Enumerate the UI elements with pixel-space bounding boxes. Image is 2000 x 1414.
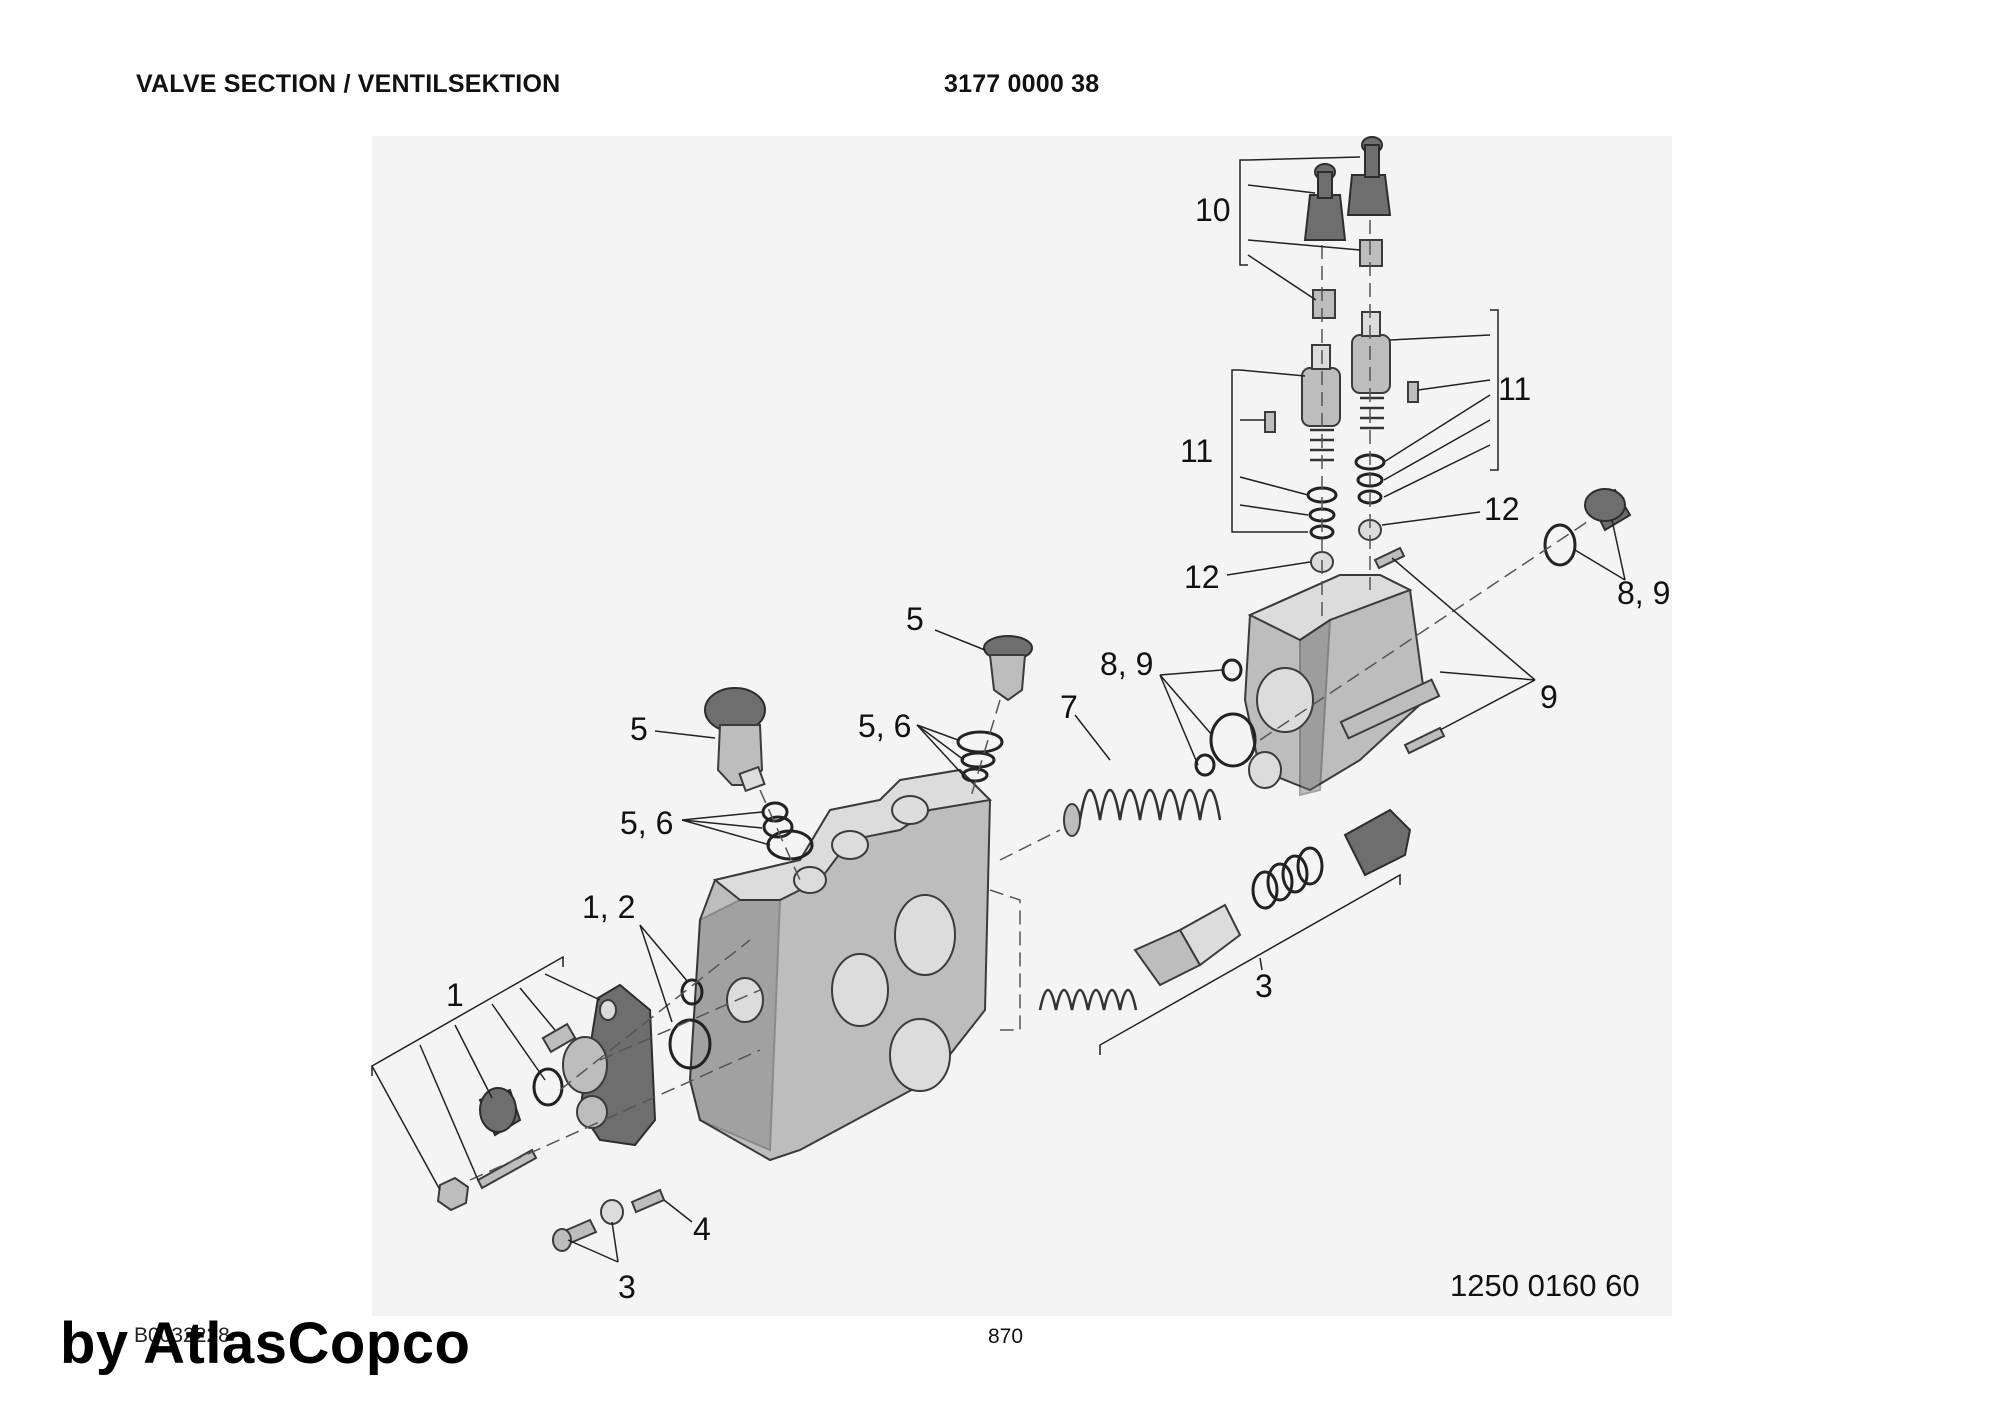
callout-1-2: 1, 2: [582, 889, 635, 925]
o-ring-small: [680, 978, 704, 1006]
callout-8-9-mid: 8, 9: [1100, 646, 1153, 682]
page-number: 870: [988, 1325, 1024, 1348]
assembly-axis-lines: [469, 220, 1591, 1181]
solenoid-connector-left: [1312, 289, 1336, 319]
right-valve-housing: [1243, 574, 1441, 797]
solenoid-coil-left: [1301, 344, 1341, 462]
seal-ring: [532, 1067, 564, 1107]
page-title: VALVE SECTION / VENTILSEKTION: [136, 70, 561, 98]
solenoid-cap-right: [1346, 136, 1392, 216]
relief-ring-top-3: [961, 767, 989, 783]
relief-backup-ring: [766, 829, 814, 861]
housing-screw-bottom: [1403, 726, 1446, 755]
callout-5-top: 5: [906, 601, 924, 637]
flange-cover: [562, 983, 657, 1147]
drawing-number: 1250 0160 60: [1450, 1268, 1640, 1303]
relief-o-ring-1: [761, 801, 789, 823]
leader-lines: [371, 156, 1626, 1263]
callout-8-9-right: 8, 9: [1617, 575, 1670, 611]
spool-end: [1343, 808, 1412, 877]
solenoid-cap-left: [1303, 163, 1347, 241]
callout-11-left: 11: [1180, 433, 1213, 469]
relief-ring-top-1: [956, 730, 1004, 754]
o-ring-large: [668, 1018, 712, 1070]
relief-valve-top: [983, 635, 1033, 702]
spool-spring-2: [1251, 846, 1324, 910]
callout-10: 10: [1195, 192, 1231, 228]
callout-11-right: 11: [1498, 371, 1531, 407]
callout-labels: 1 1, 2 3 4 5 5, 6 5 5, 6 7 8, 9 8, 9 9 3…: [446, 192, 1670, 1305]
spool-spring: [1038, 988, 1138, 1011]
callout-3-spool: 3: [1255, 968, 1273, 1004]
plug-right: [1584, 488, 1632, 532]
set-screw: [630, 1188, 666, 1214]
bottom-screw: [552, 1218, 598, 1252]
callout-5-6-mid: 5, 6: [858, 708, 911, 744]
return-spring: [1063, 788, 1222, 837]
callout-4: 4: [693, 1211, 711, 1247]
plug-seal-ring: [1543, 523, 1577, 567]
hex-nut: [436, 1176, 470, 1212]
watermark: by AtlasCopco: [60, 1311, 471, 1376]
callout-3-bottom: 3: [618, 1269, 636, 1305]
callout-9: 9: [1540, 679, 1558, 715]
main-valve-body: [688, 768, 993, 1162]
housing-screw-top: [1373, 546, 1406, 570]
housing-o-ring-small: [1221, 658, 1243, 682]
callout-5-6-left: 5, 6: [620, 805, 673, 841]
solenoid-coil-right: [1351, 311, 1391, 430]
relief-ring-top-2: [960, 751, 996, 769]
washer: [600, 1199, 624, 1225]
callout-7: 7: [1060, 689, 1078, 725]
spool-piston: [1133, 903, 1242, 987]
relief-valve-left: [704, 687, 766, 793]
coil-screw-left: [1264, 411, 1276, 433]
solenoid-connector-right: [1359, 239, 1383, 267]
figure-code: B0032228: [134, 1324, 230, 1347]
socket-screw: [541, 1022, 577, 1054]
callout-12-right: 12: [1484, 491, 1520, 527]
housing-o-ring-2: [1194, 753, 1216, 777]
stud-bolt: [476, 1148, 538, 1190]
document-number: 3177 0000 38: [944, 70, 1100, 98]
housing-o-ring-large: [1209, 712, 1257, 768]
plug-screw: [478, 1087, 522, 1137]
callout-12-left: 12: [1184, 559, 1220, 595]
callout-5-left: 5: [630, 711, 648, 747]
coil-screw-right: [1407, 381, 1419, 403]
callout-1: 1: [446, 977, 464, 1013]
relief-o-ring-2: [762, 815, 794, 839]
